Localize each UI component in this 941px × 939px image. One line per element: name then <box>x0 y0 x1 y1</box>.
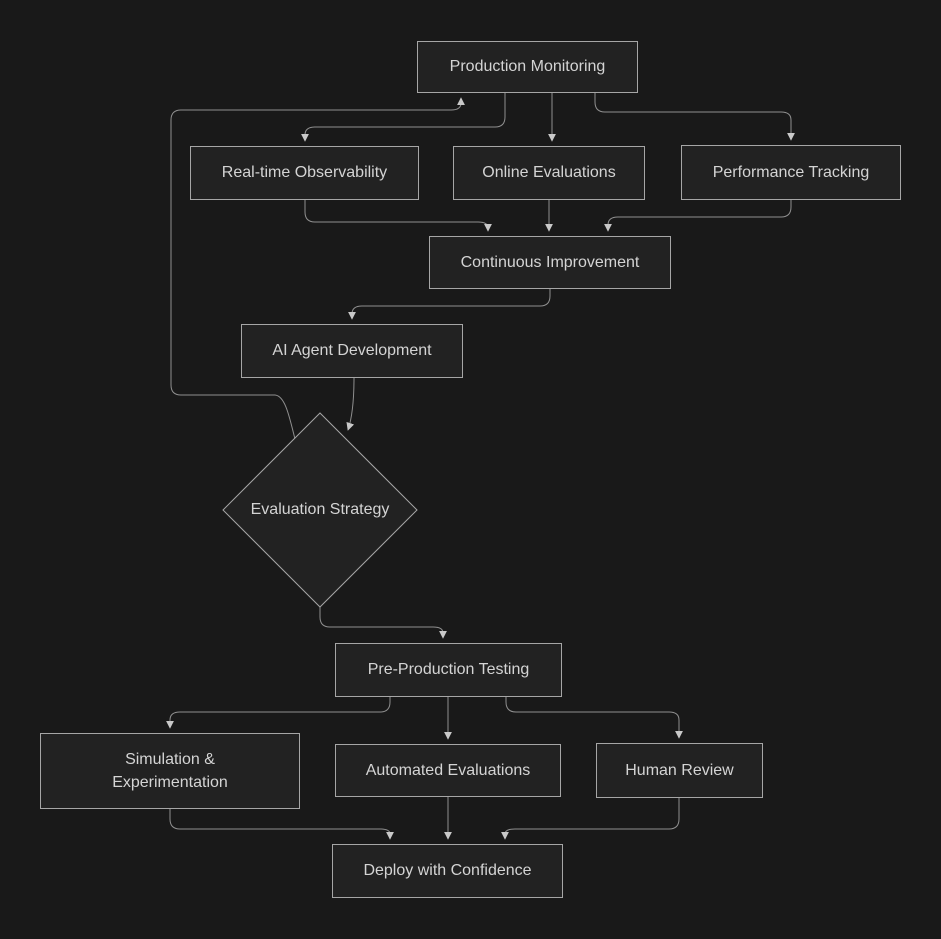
edge-pre-production-testing-to-simulation-experimentation <box>166 697 391 729</box>
node-label: Human Review <box>625 761 734 779</box>
node-label: Pre-Production Testing <box>367 661 530 679</box>
edge-production-monitoring-to-performance-tracking <box>594 93 795 141</box>
node-human-review: Human Review <box>596 743 763 798</box>
node-label: AI Agent Development <box>272 342 432 360</box>
node-label: Production Monitoring <box>449 58 606 76</box>
node-ai-agent-development: AI Agent Development <box>241 324 463 378</box>
edge-evaluation-strategy-to-pre-production-testing <box>319 607 447 639</box>
edge-simulation-experimentation-to-deploy-with-confidence <box>169 809 394 840</box>
edge-performance-tracking-to-continuous-improvement <box>604 200 792 232</box>
edge-production-monitoring-to-realtime-observability <box>301 93 506 142</box>
edge-evaluation-strategy-to-production-monitoring <box>170 97 465 444</box>
node-label: Deploy with Confidence <box>363 862 532 880</box>
edge-realtime-observability-to-continuous-improvement <box>304 200 492 232</box>
node-label: Performance Tracking <box>712 163 870 181</box>
node-label: Simulation & Experimentation <box>112 750 228 791</box>
node-evaluation-strategy-shape <box>222 412 418 608</box>
edge-pre-production-testing-to-human-review <box>505 697 683 739</box>
edge-human-review-to-deploy-with-confidence <box>501 797 680 840</box>
node-online-evaluations: Online Evaluations <box>453 146 645 200</box>
node-simulation-experimentation: Simulation & Experimentation <box>40 733 300 809</box>
node-label: Automated Evaluations <box>365 761 531 779</box>
edge-ai-agent-development-to-evaluation-strategy <box>346 377 355 431</box>
node-automated-evaluations: Automated Evaluations <box>335 744 561 797</box>
node-pre-production-testing: Pre-Production Testing <box>335 643 562 697</box>
node-deploy-with-confidence: Deploy with Confidence <box>332 844 563 898</box>
node-production-monitoring: Production Monitoring <box>417 41 638 93</box>
node-label: Real-time Observability <box>221 164 388 182</box>
node-continuous-improvement: Continuous Improvement <box>429 236 671 289</box>
node-realtime-observability: Real-time Observability <box>190 146 419 200</box>
node-label: Online Evaluations <box>482 164 616 182</box>
node-label: Continuous Improvement <box>460 253 640 271</box>
edge-continuous-improvement-to-ai-agent-development <box>348 289 551 320</box>
node-performance-tracking: Performance Tracking <box>681 145 901 200</box>
